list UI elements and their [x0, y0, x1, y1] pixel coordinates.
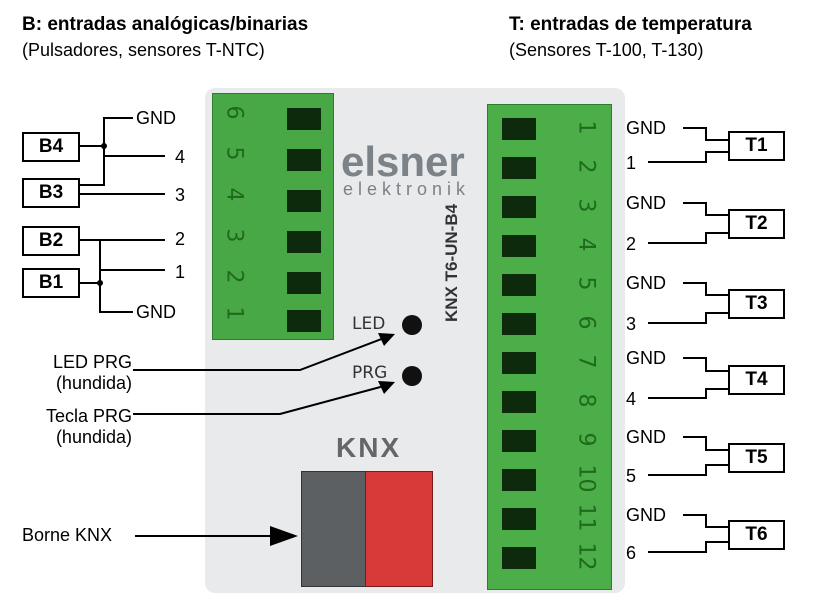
pin-label: 1 — [626, 153, 637, 173]
terminal-slot — [502, 391, 536, 413]
knx-logo: KNX — [336, 432, 402, 463]
pin-label: 6 — [626, 543, 637, 563]
left-terminal-block: 6 5 4 3 2 1 — [212, 93, 334, 340]
borne-knx-callout: Borne KNX — [22, 525, 113, 545]
input-box-t3: T3 — [728, 289, 785, 319]
led-indicator — [402, 315, 422, 335]
input-box-t4: T4 — [728, 365, 785, 395]
input-box-t1: T1 — [728, 131, 785, 161]
led-prg-callout-line1: LED PRG — [52, 352, 132, 372]
pin-label: 3 — [626, 314, 637, 334]
input-box-t6: T6 — [728, 520, 785, 550]
pin-label: 3 — [175, 185, 186, 205]
pin-label: 2 — [175, 229, 186, 249]
input-box-b3: B3 — [22, 178, 80, 208]
pin-label: 4 — [175, 147, 186, 167]
terminal-slot — [502, 469, 536, 491]
terminal-slot — [502, 118, 536, 140]
gnd-label: GND — [136, 302, 176, 322]
terminal-slot — [502, 274, 536, 296]
gnd-label: GND — [626, 348, 666, 368]
terminal-slot — [502, 196, 536, 218]
terminal-slot — [502, 508, 536, 530]
left-header-subtitle: (Pulsadores, sensores T-NTC) — [22, 40, 265, 60]
knx-terminal-red — [365, 471, 433, 587]
led-prg-callout-line2: (hundida) — [55, 373, 132, 393]
gnd-label: GND — [626, 427, 666, 447]
brand-logo: elsner — [341, 138, 465, 185]
terminal-slot — [502, 547, 536, 569]
knx-terminal-grey — [301, 471, 367, 587]
left-header-title: B: entradas analógicas/binarias — [22, 14, 309, 35]
terminal-slot — [502, 352, 536, 374]
pin-label: 5 — [626, 466, 637, 486]
terminal-slot — [287, 272, 321, 294]
right-terminal-block: 1 2 3 4 5 6 7 8 9 10 11 12 — [487, 104, 612, 590]
pin-label: 1 — [175, 262, 186, 282]
input-box-t5: T5 — [728, 443, 785, 473]
terminal-slot — [287, 231, 321, 253]
input-box-b1: B1 — [22, 268, 80, 298]
terminal-slot — [502, 430, 536, 452]
right-header-subtitle: (Sensores T-100, T-130) — [509, 40, 704, 60]
gnd-label: GND — [626, 118, 666, 138]
pin-label: 2 — [626, 234, 637, 254]
gnd-label: GND — [626, 273, 666, 293]
prg-button[interactable] — [402, 366, 422, 386]
terminal-slot — [502, 313, 536, 335]
input-box-t2: T2 — [728, 209, 785, 239]
input-box-b4: B4 — [22, 132, 80, 162]
terminal-slot — [287, 149, 321, 171]
terminal-slot — [287, 190, 321, 212]
terminal-slot — [502, 235, 536, 257]
pin-label: 4 — [626, 389, 637, 409]
gnd-label: GND — [626, 505, 666, 525]
terminal-slot — [502, 157, 536, 179]
prg-label: PRG — [352, 363, 388, 383]
tecla-prg-callout-line1: Tecla PRG — [45, 406, 132, 426]
input-box-b2: B2 — [22, 226, 80, 256]
led-label: LED — [352, 314, 386, 334]
gnd-label: GND — [626, 193, 666, 213]
brand-subtitle: elektronik — [343, 179, 471, 199]
terminal-slot — [287, 310, 321, 332]
tecla-prg-callout-line2: (hundida) — [55, 427, 132, 447]
terminal-slot — [287, 108, 321, 130]
gnd-label: GND — [136, 108, 176, 128]
right-header-title: T: entradas de temperatura — [509, 14, 752, 35]
